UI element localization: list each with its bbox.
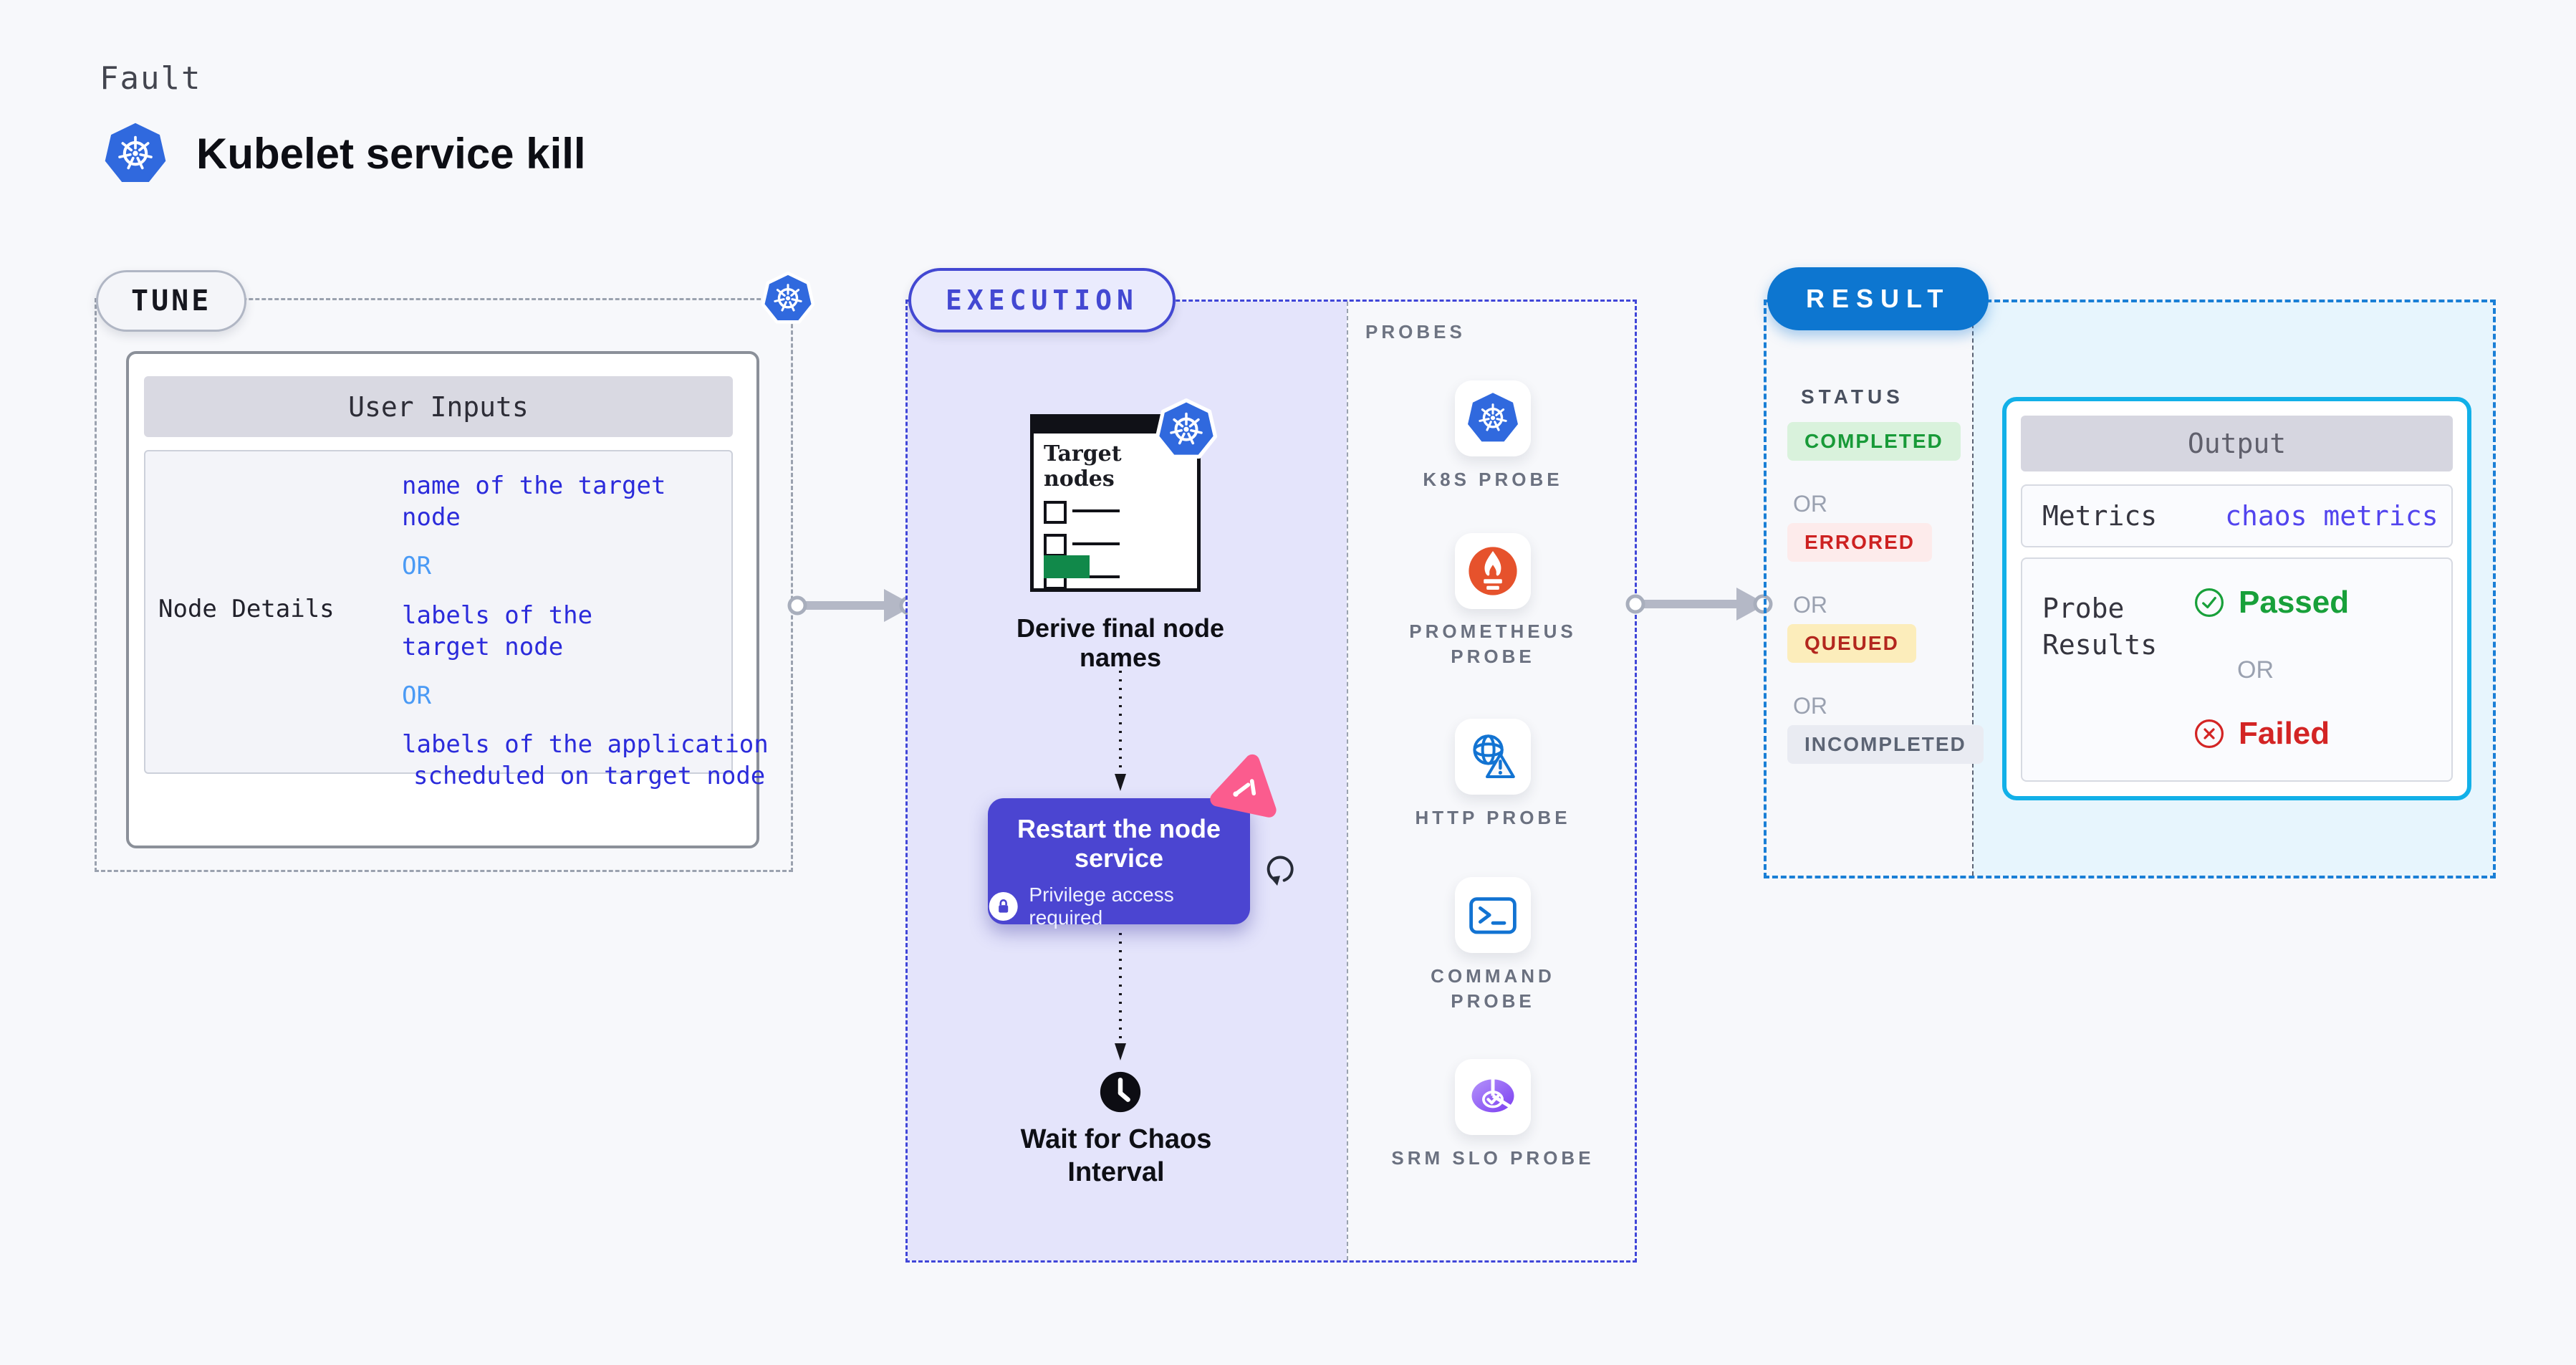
list-line	[1072, 509, 1120, 512]
probes-divider	[1347, 302, 1348, 1260]
status-badge-completed: COMPLETED	[1787, 422, 1961, 461]
list-line	[1072, 542, 1120, 545]
restart-node-service-card: Restart the node service Privilege acces…	[988, 798, 1250, 929]
value-line: labels of the application	[402, 730, 769, 760]
user-inputs-card: User Inputs Node Details name of the tar…	[126, 351, 769, 848]
value-line: scheduled on target node	[413, 762, 766, 791]
execution-pill: EXECUTION	[908, 268, 1176, 332]
status-divider	[1972, 302, 1974, 876]
tune-pill: TUNE	[96, 270, 247, 332]
probe-label: K8S PROBE	[1423, 469, 1563, 490]
or-separator: OR	[1793, 693, 1827, 719]
probe-card-http	[1455, 719, 1531, 795]
node-details-row: Node Details name of the target node OR …	[144, 450, 769, 790]
metrics-row: Metrics chaos metrics	[2021, 484, 2453, 547]
probe-label: HTTP PROBE	[1415, 807, 1571, 828]
target-nodes-title: Target nodes	[1044, 441, 1122, 492]
probe-label: PROMETHEUS PROBE	[1409, 621, 1577, 668]
node-details-values: name of the target node OR labels of the…	[402, 470, 769, 792]
output-card: Output Metrics chaos metrics Probe Resul…	[2002, 397, 2471, 800]
fault-kicker: Fault	[100, 60, 202, 97]
lock-icon	[988, 891, 1019, 922]
status-badge-errored: ERRORED	[1787, 523, 1933, 562]
status-badge-incompleted: INCOMPLETED	[1787, 725, 1984, 764]
probe-card-srm-slo	[1455, 1059, 1531, 1135]
user-inputs-header: User Inputs	[144, 376, 733, 437]
or-separator: OR	[402, 552, 431, 581]
probe-card-command	[1455, 877, 1531, 953]
checkbox-icon	[1044, 501, 1067, 524]
output-header: Output	[2021, 416, 2453, 471]
list-line	[1072, 575, 1120, 578]
document-title-bar	[1034, 418, 1197, 434]
or-separator: OR	[402, 681, 431, 710]
arrow-tune-to-execution	[787, 589, 919, 622]
prometheus-icon	[1464, 542, 1522, 600]
probes-heading: PROBES	[1365, 321, 1466, 343]
passed-label: Passed	[2239, 585, 2350, 620]
privilege-row: Privilege access required	[988, 883, 1250, 929]
checkbox-icon	[1044, 534, 1067, 557]
restart-node-service-label: Restart the node service	[1017, 814, 1221, 873]
dotted-connector	[1115, 671, 1126, 791]
x-circle-icon	[2193, 717, 2226, 750]
litmus-chaos-icon	[1204, 743, 1291, 830]
value-line: name of the target	[402, 471, 666, 500]
slo-pie-check-icon	[1464, 1068, 1522, 1126]
probe-card-prometheus	[1455, 533, 1531, 609]
or-separator: OR	[1793, 592, 1827, 618]
terminal-icon	[1464, 886, 1522, 944]
failed-row: Failed	[2193, 716, 2349, 752]
value-line: target node	[402, 632, 564, 661]
dotted-connector	[1115, 933, 1126, 1060]
green-button-shape	[1044, 555, 1090, 578]
kubernetes-icon	[1466, 391, 1520, 446]
metrics-label: Metrics	[2042, 500, 2158, 532]
arrow-execution-to-result	[1625, 588, 1773, 621]
failed-label: Failed	[2239, 716, 2330, 751]
or-separator: OR	[2237, 656, 2274, 684]
clock-icon	[1093, 1065, 1148, 1119]
probe-label: COMMAND PROBE	[1431, 965, 1555, 1012]
tune-section	[95, 298, 793, 872]
node-details-label: Node Details	[158, 595, 335, 623]
probe-card-k8s	[1455, 380, 1531, 456]
or-separator: OR	[1793, 491, 1827, 517]
passed-row: Passed	[2193, 585, 2349, 621]
probe-label: SRM SLO PROBE	[1391, 1147, 1595, 1169]
status-badge-queued: QUEUED	[1787, 624, 1916, 663]
page-title: Kubelet service kill	[196, 130, 586, 178]
probe-results-values: Passed OR Failed	[2193, 585, 2349, 752]
globe-warning-icon	[1464, 728, 1522, 785]
privilege-label: Privilege access required	[1029, 883, 1174, 929]
wait-chaos-interval-label: Wait for Chaos Interval	[1020, 1124, 1212, 1187]
check-circle-icon	[2193, 586, 2226, 619]
value-line: labels of the	[402, 600, 593, 630]
kubernetes-badge-icon	[1155, 397, 1218, 463]
probe-results-label: Probe Results	[2042, 593, 2158, 661]
status-list: COMPLETED OR ERRORED OR QUEUED OR INCOMP…	[1787, 422, 1984, 764]
metrics-value: chaos metrics	[2225, 500, 2438, 532]
kubernetes-corner-icon	[761, 270, 815, 327]
retry-loop-icon	[1256, 846, 1304, 893]
kubernetes-icon	[102, 119, 168, 189]
result-pill: RESULT	[1767, 267, 1989, 330]
derive-node-names-label: Derive final node names	[1016, 613, 1225, 673]
value-line: node	[402, 503, 461, 532]
status-heading: STATUS	[1801, 385, 1904, 408]
probe-results-row: Probe Results Passed OR Failed	[2021, 557, 2453, 782]
